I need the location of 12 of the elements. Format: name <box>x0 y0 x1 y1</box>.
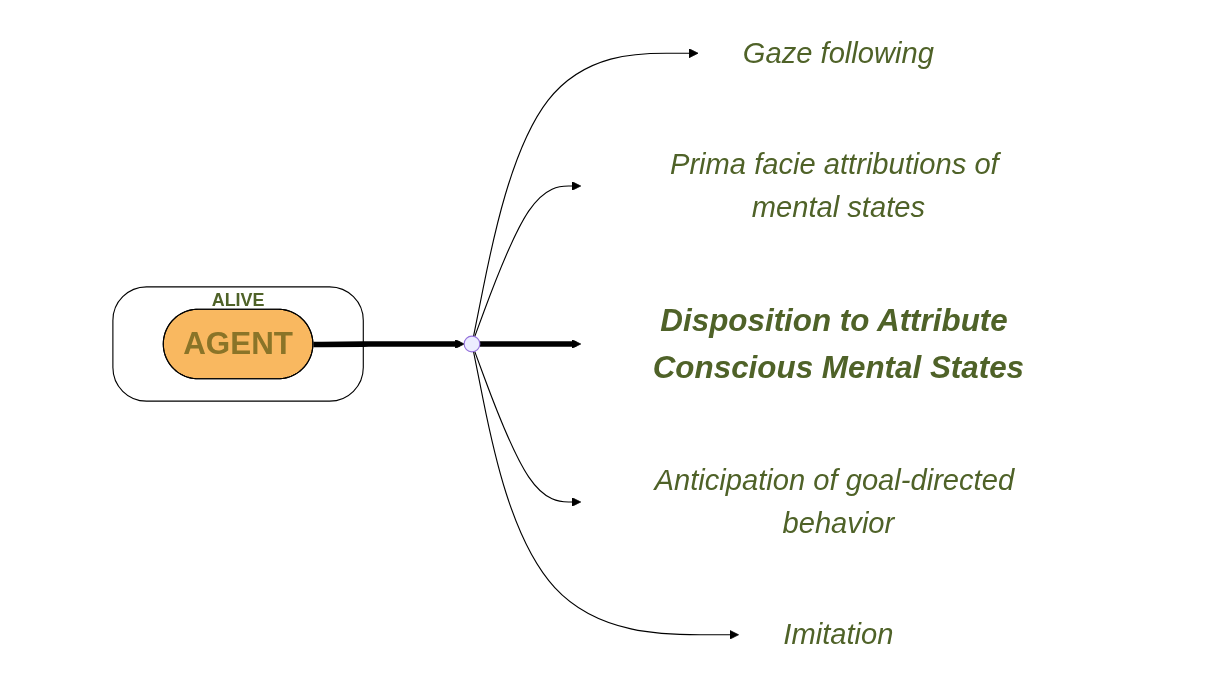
node-text: Disposition to Attribute Conscious Mental States <box>652 302 1025 385</box>
arrow <box>472 351 739 640</box>
arrow <box>313 339 465 349</box>
arrow <box>474 350 582 507</box>
node-text: Prima facie attributions of mental states <box>669 146 999 225</box>
arrow <box>472 48 699 337</box>
node-text: Imitation <box>783 617 894 652</box>
arrow <box>474 181 582 338</box>
arrow <box>479 339 582 349</box>
node-text: Anticipation of goal-directed behavior <box>654 462 1015 541</box>
node-point <box>463 335 481 353</box>
node-text: Gaze following <box>742 35 934 70</box>
